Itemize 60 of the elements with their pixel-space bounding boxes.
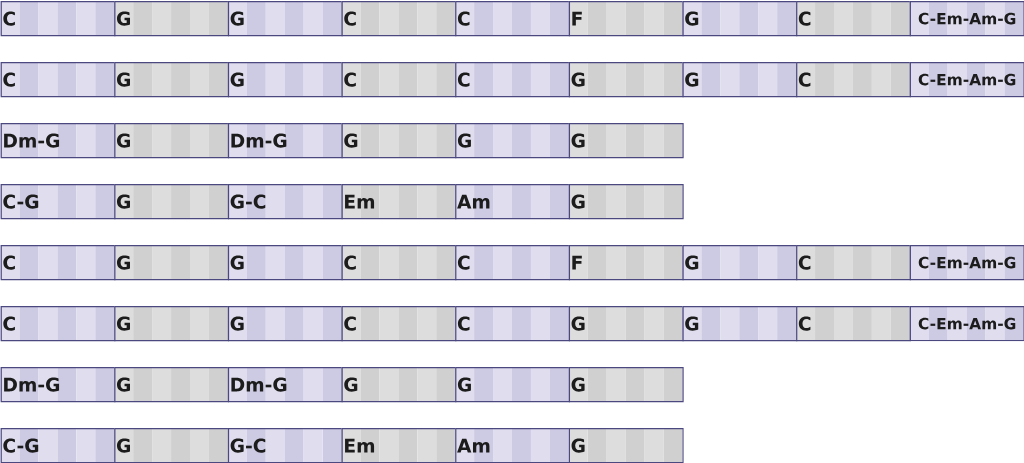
- chord-bar: G: [227, 1, 343, 37]
- chord-bar: C: [0, 245, 116, 281]
- chord-bar: C: [341, 245, 457, 281]
- chord-bar: C-Em-Am-G: [909, 245, 1024, 281]
- chord-bar: Am: [455, 428, 571, 463]
- chord-bar: Em: [341, 184, 457, 220]
- chord-bar: G: [114, 62, 230, 98]
- chord-bar: G-C: [227, 184, 343, 220]
- chord-bar: F: [568, 1, 684, 37]
- chord-bar: G: [341, 123, 457, 159]
- chord-bar: G: [114, 1, 230, 37]
- chord-bar: G: [114, 428, 230, 463]
- chord-bar: G: [568, 367, 684, 403]
- chord-bar: G: [227, 245, 343, 281]
- chord-bar: C: [455, 306, 571, 342]
- chord-bar: G: [114, 184, 230, 220]
- chord-bar: G: [114, 123, 230, 159]
- chord-bar: C: [796, 1, 911, 37]
- chord-bar: C: [455, 1, 571, 37]
- chord-bar: C: [341, 62, 457, 98]
- chord-bar: C: [0, 306, 116, 342]
- chord-bar: C: [796, 306, 911, 342]
- chord-bar: Dm-G: [0, 367, 116, 403]
- chord-bar: G: [341, 367, 457, 403]
- chord-bar: Am: [455, 184, 571, 220]
- chord-bar: C-Em-Am-G: [909, 62, 1024, 98]
- chord-bar: C: [796, 245, 911, 281]
- chord-bar: C-Em-Am-G: [909, 1, 1024, 37]
- chord-bar: G: [682, 306, 798, 342]
- chord-bar: Dm-G: [0, 123, 116, 159]
- chord-bar: C: [455, 245, 571, 281]
- chord-bar: G: [114, 306, 230, 342]
- chord-bar: G: [568, 306, 684, 342]
- chord-bar: G-C: [227, 428, 343, 463]
- chord-bar: G: [227, 62, 343, 98]
- chord-bar: C-G: [0, 184, 116, 220]
- chord-bar: C-Em-Am-G: [909, 306, 1024, 342]
- chord-bar: C: [0, 62, 116, 98]
- chord-bar: G: [682, 62, 798, 98]
- chord-bar: G: [568, 428, 684, 463]
- chord-bar: Em: [341, 428, 457, 463]
- chord-bar: G: [568, 184, 684, 220]
- chord-bar: C: [796, 62, 911, 98]
- chord-bar: G: [568, 123, 684, 159]
- chord-bar: G: [114, 245, 230, 281]
- chord-bar: Dm-G: [227, 367, 343, 403]
- chord-bar: G: [682, 1, 798, 37]
- chord-bar: G: [455, 123, 571, 159]
- chord-bar: G: [114, 367, 230, 403]
- chord-bar: C: [341, 1, 457, 37]
- chord-bar: C-G: [0, 428, 116, 463]
- chord-bar: C: [455, 62, 571, 98]
- chord-bar: G: [568, 62, 684, 98]
- chord-bar: G: [227, 306, 343, 342]
- chord-bar: G: [455, 367, 571, 403]
- chord-bar: G: [682, 245, 798, 281]
- chord-bar: Dm-G: [227, 123, 343, 159]
- chord-bar: C: [0, 1, 116, 37]
- chord-bar: C: [341, 306, 457, 342]
- chord-bar: F: [568, 245, 684, 281]
